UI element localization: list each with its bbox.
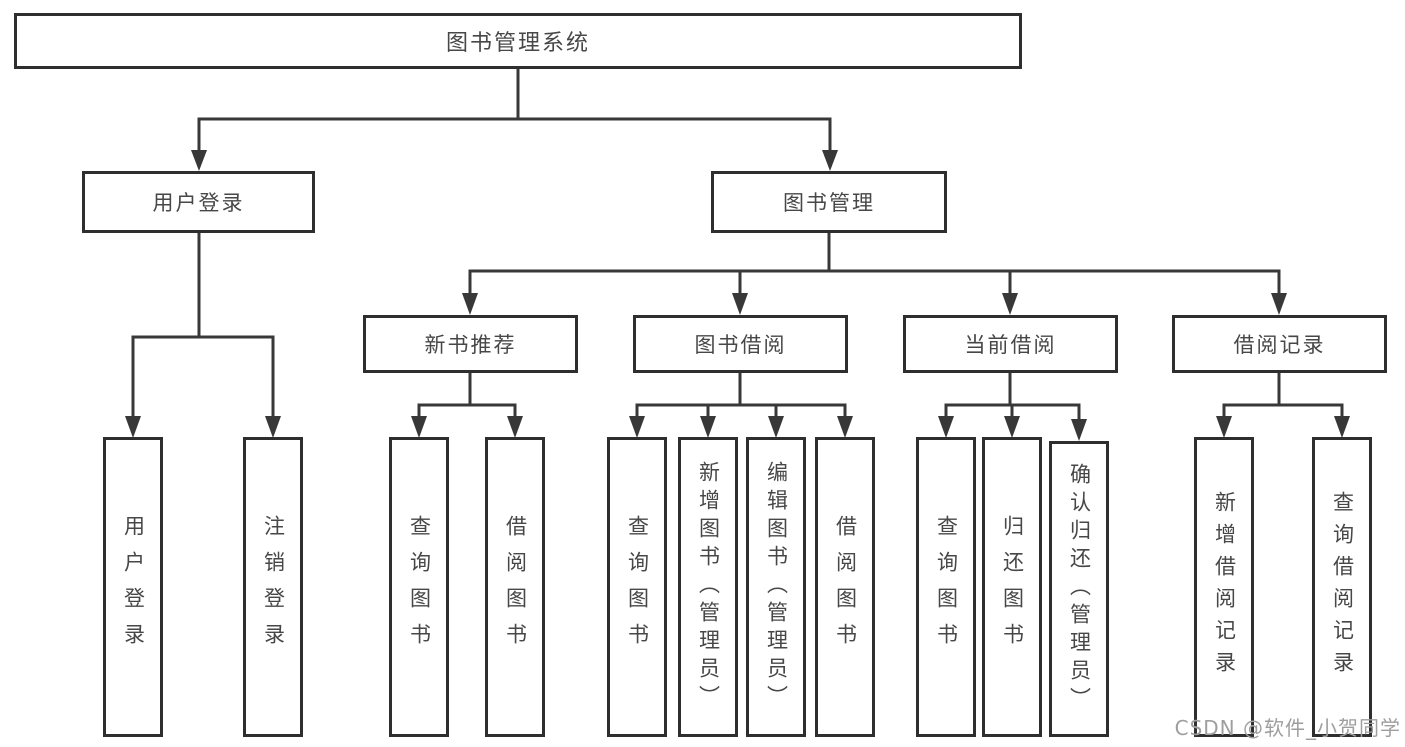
node-borrowing-query-book: 查询图书 <box>607 437 667 737</box>
node-leaf-logout: 注销登录 <box>243 437 303 737</box>
node-current-borrowing: 当前借阅 <box>903 315 1118 373</box>
leaf-label: 用户登录 <box>121 515 146 659</box>
node-records-query-record: 查询借阅记录 <box>1312 437 1372 737</box>
leaf-label: 归还图书 <box>1000 515 1025 659</box>
leaf-label: 新增图书（管理员） <box>696 461 721 713</box>
node-borrowing-records: 借阅记录 <box>1172 315 1387 373</box>
node-borrowing-edit-book-admin: 编辑图书（管理员） <box>746 437 806 737</box>
node-current-return-book: 归还图书 <box>982 437 1042 737</box>
node-leaf-user-login: 用户登录 <box>103 437 163 737</box>
leaf-label: 查询借阅记录 <box>1330 491 1355 683</box>
node-records-add-record: 新增借阅记录 <box>1194 437 1254 737</box>
connector-recommend-to-leaves <box>411 373 523 438</box>
node-book-borrowing: 图书借阅 <box>633 315 848 373</box>
leaf-label: 借阅图书 <box>833 515 858 659</box>
connector-root-to-level2 <box>191 68 838 171</box>
leaf-label: 新增借阅记录 <box>1212 491 1237 683</box>
leaf-label: 编辑图书（管理员） <box>764 461 789 713</box>
leaf-label: 查询图书 <box>625 515 650 659</box>
leaf-label: 确认归还（管理员） <box>1067 463 1092 715</box>
connector-current-to-leaves <box>938 373 1087 441</box>
node-recommend-borrow-book: 借阅图书 <box>485 437 545 737</box>
leaf-label: 查询图书 <box>407 515 432 659</box>
connector-book-management-to-level3 <box>462 233 1287 315</box>
node-borrowing-add-book-admin: 新增图书（管理员） <box>678 437 738 737</box>
leaf-label: 查询图书 <box>934 515 959 659</box>
node-book-management: 图书管理 <box>711 171 947 233</box>
node-system-root: 图书管理系统 <box>14 13 1022 69</box>
node-borrowing-borrow-book: 借阅图书 <box>815 437 875 737</box>
node-user-login: 用户登录 <box>82 171 315 233</box>
csdn-watermark: CSDN @软件_小贺同学 <box>1174 716 1401 740</box>
connector-borrowing-to-leaves <box>629 373 853 438</box>
connector-user-login-to-leaves <box>125 233 281 438</box>
connector-records-to-leaves <box>1216 373 1350 438</box>
leaf-label: 借阅图书 <box>503 515 528 659</box>
node-recommend-query-book: 查询图书 <box>389 437 449 737</box>
leaf-label: 注销登录 <box>261 515 286 659</box>
node-current-confirm-return-admin: 确认归还（管理员） <box>1049 441 1109 737</box>
node-current-query-book: 查询图书 <box>916 437 976 737</box>
node-new-book-recommend: 新书推荐 <box>363 315 578 373</box>
